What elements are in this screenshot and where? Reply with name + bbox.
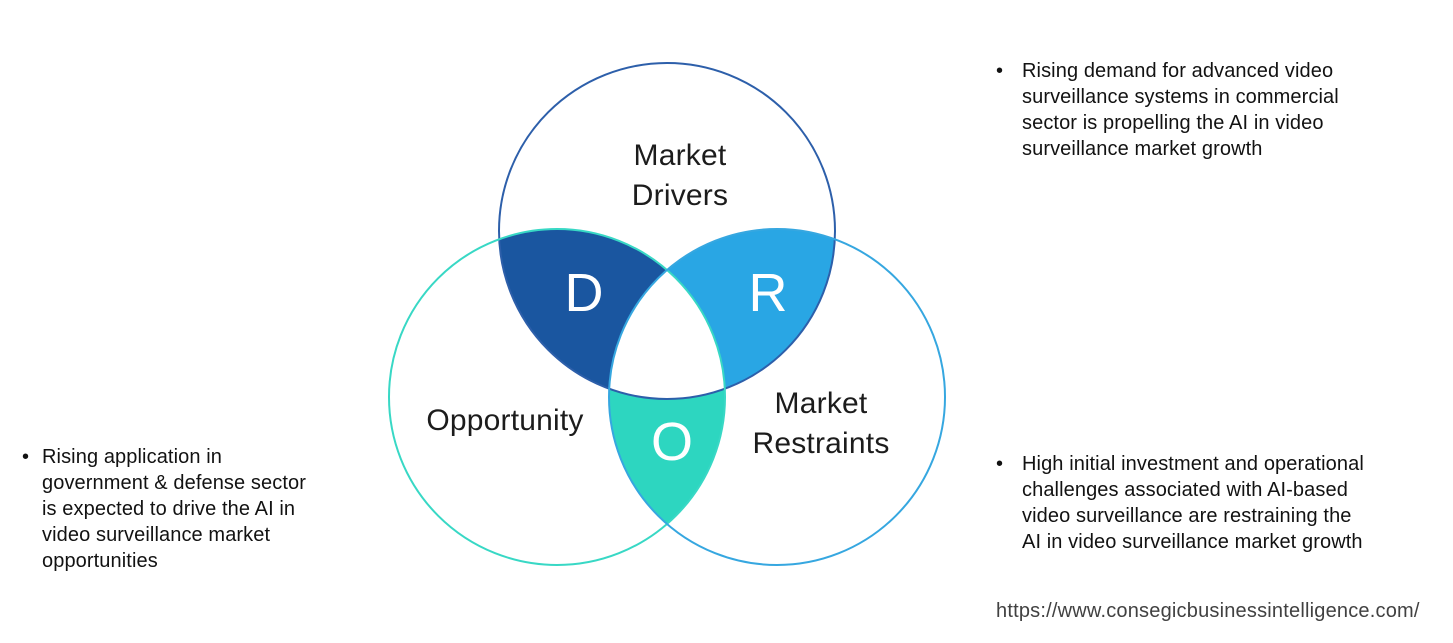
bullet-text-opportunity-note: Rising application in government & defen… (42, 446, 306, 572)
bullet-item-opportunity-note: • Rising application in government & def… (22, 444, 362, 574)
bullet-item-driver-note: • Rising demand for advanced video surve… (996, 58, 1436, 162)
source-url: https://www.consegicbusinessintelligence… (996, 600, 1420, 622)
bullet-dot: • (996, 453, 1004, 475)
letter-d: D (564, 263, 604, 323)
label-opportunity: Opportunity (426, 404, 584, 437)
bullet-item-restraint-note: • High initial investment and operationa… (996, 451, 1436, 555)
bullet-text-restraint-note: High initial investment and operational … (1022, 453, 1364, 553)
label-market-drivers: Market Drivers (631, 139, 729, 212)
bullet-text-driver-note: Rising demand for advanced video surveil… (1022, 60, 1339, 160)
circle-market-restraints (608, 228, 946, 566)
letter-r: R (748, 263, 788, 323)
circle-opportunity (388, 228, 726, 566)
bullet-dot: • (22, 446, 30, 468)
label-market-restraints: Market Restraints (752, 387, 890, 460)
letter-o: O (650, 412, 694, 472)
bullet-dot: • (996, 60, 1004, 82)
circle-market-drivers (498, 62, 836, 400)
region-center-fill (609, 229, 725, 399)
region-triple-intersection (609, 229, 725, 399)
